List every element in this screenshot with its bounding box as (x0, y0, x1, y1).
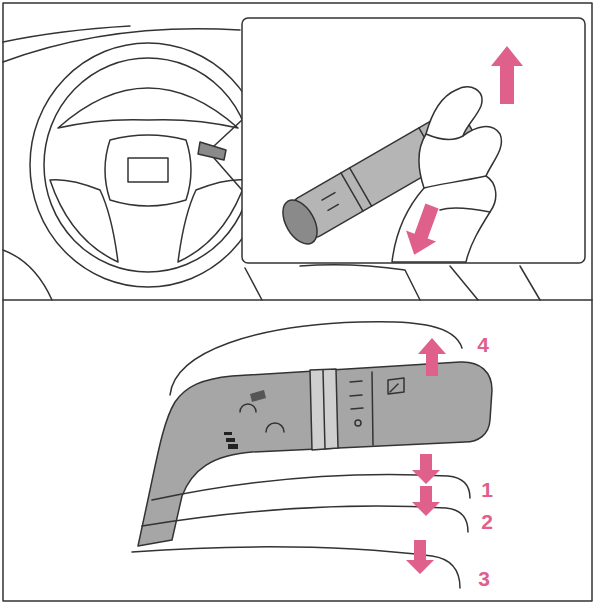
inset-view (341, 173, 363, 211)
wiper-lever (266, 423, 284, 432)
inset-view (276, 194, 324, 250)
inset-view (242, 18, 585, 263)
steering-wheel (128, 158, 168, 182)
position-curve (132, 322, 470, 588)
wiper-lever (310, 369, 338, 450)
direction-arrow (406, 338, 446, 574)
wiper-lever (240, 404, 256, 412)
wiper-lever (250, 390, 266, 402)
dashboard (300, 265, 420, 300)
steering-wheel (30, 43, 266, 287)
wiper-lever (355, 420, 361, 426)
direction-arrow (491, 46, 523, 104)
wiper-lever (350, 381, 362, 382)
inset-view (426, 134, 463, 140)
inset-view (392, 87, 501, 262)
callout-number: 3 (478, 568, 490, 589)
inset-view (350, 168, 372, 206)
wiper-lever (138, 362, 492, 546)
wiper-lever (388, 378, 404, 394)
wiper-lever (372, 372, 373, 445)
callout-number: 1 (481, 479, 493, 500)
panel-divider (3, 299, 592, 301)
direction-arrow (412, 454, 440, 484)
steering-wheel (44, 58, 252, 272)
inset-view (440, 208, 490, 212)
inset-view (424, 176, 486, 188)
wiper-lever (228, 444, 238, 449)
wiper-lever (138, 362, 492, 546)
callout-number: 4 (477, 334, 489, 355)
inset-view (242, 18, 585, 263)
position-curve (170, 322, 462, 395)
line-art (3, 3, 592, 601)
position-curve (132, 547, 460, 588)
steering-wheel (198, 142, 226, 160)
inset-view (328, 204, 338, 210)
dashboard (3, 26, 130, 42)
wiper-lever (226, 438, 235, 442)
wiper-lever (390, 384, 398, 392)
callout-number: 2 (481, 511, 493, 532)
direction-arrow (412, 486, 440, 516)
figure-frame (3, 3, 592, 601)
direction-arrow (406, 540, 434, 574)
wiper-lever (224, 432, 232, 435)
wiper-lever (351, 408, 363, 409)
steering-wheel (58, 88, 238, 128)
dashboard (245, 268, 262, 300)
inset-view (322, 193, 335, 201)
dashboard (520, 266, 540, 300)
steering-wheel (30, 43, 266, 287)
wiper-lever (323, 370, 325, 449)
dashboard (450, 266, 478, 300)
callout-pointer (214, 120, 242, 190)
direction-arrow (399, 201, 447, 261)
direction-arrow (418, 338, 446, 376)
steering-wheel (105, 135, 191, 206)
dashboard (3, 250, 52, 300)
wiper-lever (350, 395, 362, 396)
position-curve (142, 506, 468, 532)
